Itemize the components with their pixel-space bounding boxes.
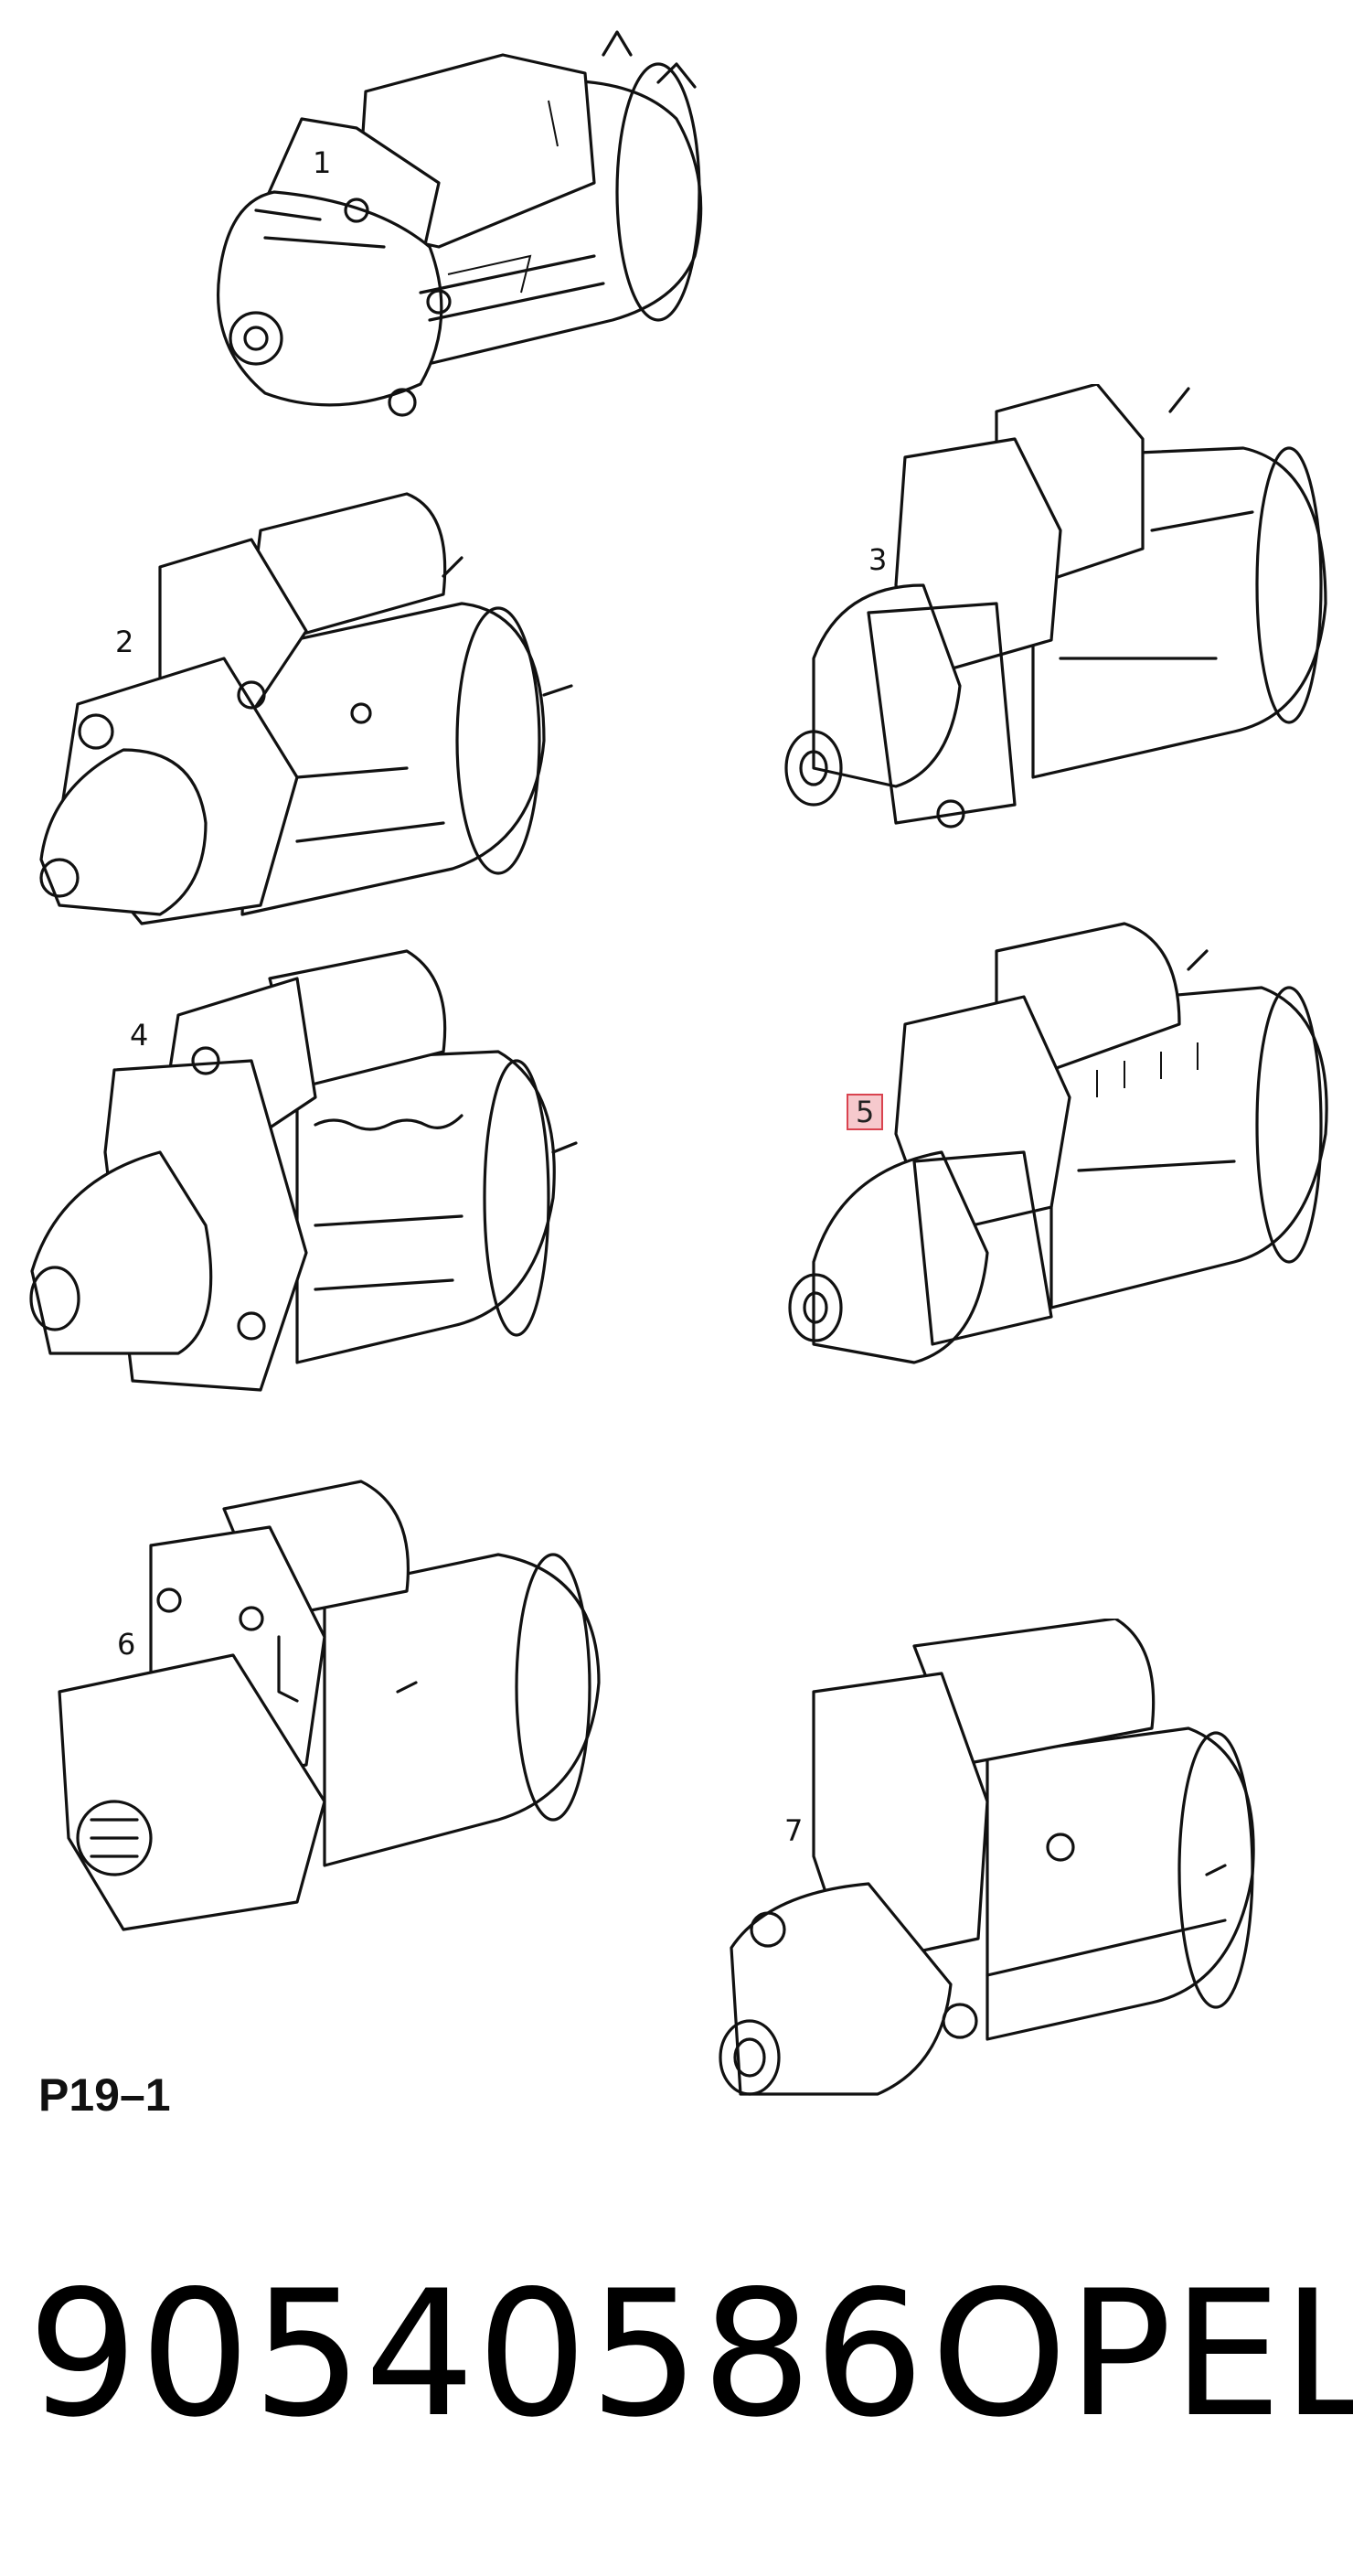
starter-motor-4-drawing <box>29 949 578 1392</box>
starter-motor-3-drawing <box>784 384 1327 828</box>
starter-motor-5-drawing <box>788 922 1328 1364</box>
part-label-2: 2 <box>115 625 134 659</box>
part-label-3: 3 <box>868 542 888 577</box>
part-label-6: 6 <box>117 1627 136 1662</box>
starter-motor-6-drawing <box>58 1480 601 1931</box>
diagram-code: P19–1 <box>38 2069 171 2121</box>
part-label-5-highlighted[interactable]: 5 <box>847 1094 884 1130</box>
part-label-7: 7 <box>784 1813 804 1848</box>
starter-motor-2-drawing <box>39 492 573 925</box>
starter-motor-7-drawing <box>719 1619 1255 2096</box>
part-number: 90540586 <box>27 2253 927 2455</box>
brand-name: OPEL <box>931 2253 1353 2455</box>
part-label-4: 4 <box>130 1018 149 1053</box>
part-label-1: 1 <box>313 145 332 180</box>
starter-motor-1-drawing <box>216 30 703 417</box>
